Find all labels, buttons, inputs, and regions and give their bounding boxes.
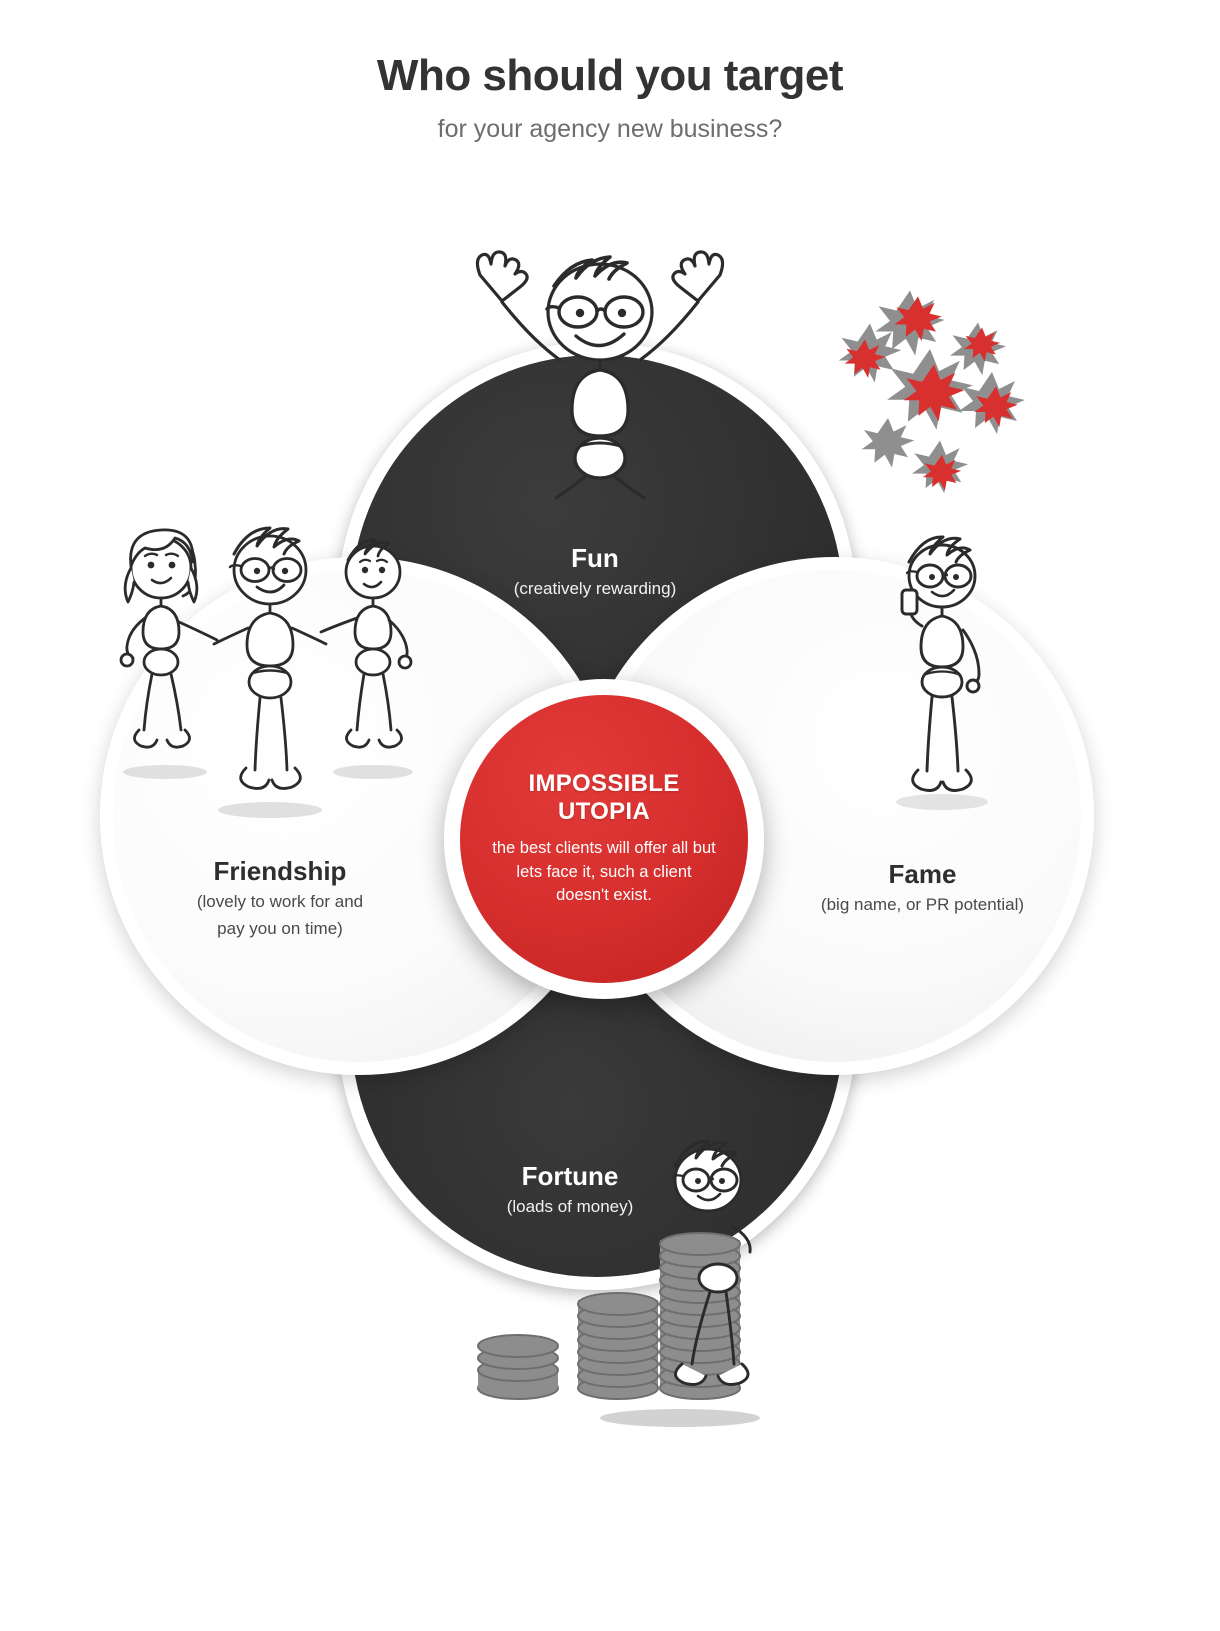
label-friendship-description-line1: (lovely to work for and [196, 891, 364, 911]
label-friendship: Friendship (lovely to work for and pay y… [145, 856, 415, 941]
coin-stack-short [477, 1334, 559, 1400]
label-fun: Fun (creatively rewarding) [455, 543, 735, 601]
label-fun-title: Fun [571, 543, 619, 573]
center-title-line2: UTOPIA [557, 797, 651, 825]
page-subtitle: for your agency new business? [437, 115, 783, 144]
label-fame-description: (big name, or PR potential) [820, 894, 1025, 914]
label-fortune: Fortune (loads of money) [430, 1161, 710, 1219]
header: Who should you target for your agency ne… [0, 51, 1220, 144]
coin-stack-medium [577, 1292, 659, 1400]
label-fortune-description: (loads of money) [506, 1196, 634, 1216]
illustration-fun-cheering-figure [440, 240, 760, 510]
illustration-friendship-trio [105, 510, 435, 830]
label-friendship-title: Friendship [213, 856, 347, 886]
center-description: the best clients will offer all but lets… [492, 839, 716, 905]
star-grey-6 [861, 418, 915, 468]
label-friendship-description-line2: pay you on time) [217, 918, 343, 938]
label-fame: Fame (big name, or PR potential) [795, 859, 1050, 917]
label-fun-description: (creatively rewarding) [513, 578, 677, 598]
illustration-fame-phone-figure [870, 530, 1020, 830]
illustration-star-burst-cluster [810, 280, 1060, 510]
coin-stack-tall [659, 1232, 741, 1400]
illustration-fortune-coins-figure [470, 1130, 800, 1440]
label-fortune-title: Fortune [521, 1161, 619, 1191]
label-fame-title: Fame [888, 859, 957, 889]
center-title-line1: IMPOSSIBLE [528, 770, 680, 798]
page-title: Who should you target [376, 51, 844, 100]
